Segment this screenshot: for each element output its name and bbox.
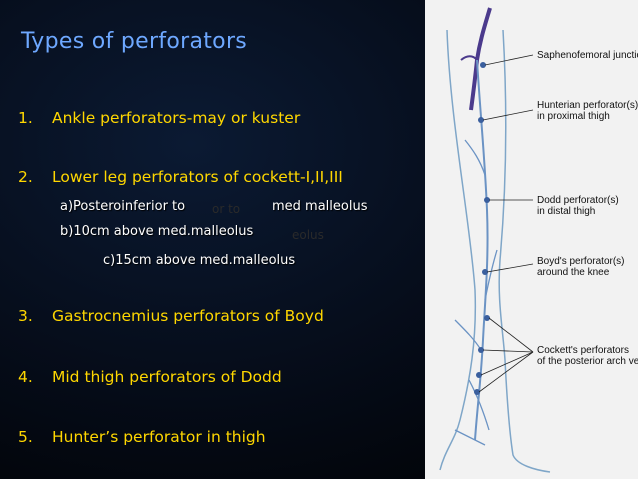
item-text: Lower leg perforators of cockett-I,II,II… bbox=[52, 168, 343, 186]
leg-vein-diagram: Saphenofemoral junction Hunterian perfor… bbox=[425, 0, 638, 479]
label-saphenofemoral: Saphenofemoral junction bbox=[537, 50, 638, 61]
subitem-a: a)Posteroinferior to bbox=[60, 199, 186, 214]
list-item-ankle: 1. Ankle perforators-may or kuster bbox=[18, 109, 300, 127]
subitem-c: c)15cm above med.malleolus bbox=[103, 253, 296, 268]
leg-illustration bbox=[439, 7, 551, 473]
label-cockett: Cockett's perforators of the posterior a… bbox=[537, 345, 638, 367]
slide-title: Types of perforators bbox=[21, 29, 248, 54]
subitem-a-cont: med malleolus bbox=[272, 199, 368, 214]
item-number: 1. bbox=[18, 109, 33, 127]
item-text: Mid thigh perforators of Dodd bbox=[52, 368, 282, 386]
item-text: Gastrocnemius perforators of Boyd bbox=[52, 307, 324, 325]
item-number: 5. bbox=[18, 428, 33, 446]
item-number: 3. bbox=[18, 307, 33, 325]
label-hunterian: Hunterian perforator(s) in proximal thig… bbox=[537, 100, 638, 122]
list-item-gastrocnemius: 3. Gastrocnemius perforators of Boyd bbox=[18, 307, 324, 325]
faded-text: or to bbox=[212, 202, 241, 216]
faded-text: eolus bbox=[292, 228, 324, 242]
list-item-lower-leg: 2. Lower leg perforators of cockett-I,II,… bbox=[18, 168, 343, 186]
item-text: Ankle perforators-may or kuster bbox=[52, 109, 301, 127]
item-number: 2. bbox=[18, 168, 33, 186]
label-dodd: Dodd perforator(s) in distal thigh bbox=[537, 195, 619, 217]
item-text: Hunter’s perforator in thigh bbox=[52, 428, 266, 446]
item-number: 4. bbox=[18, 368, 33, 386]
list-item-hunter: 5. Hunter’s perforator in thigh bbox=[18, 428, 266, 446]
subitem-b: b)10cm above med.malleolus bbox=[60, 224, 254, 239]
list-item-mid-thigh: 4. Mid thigh perforators of Dodd bbox=[18, 368, 282, 386]
label-boyd: Boyd's perforator(s) around the knee bbox=[537, 256, 625, 278]
